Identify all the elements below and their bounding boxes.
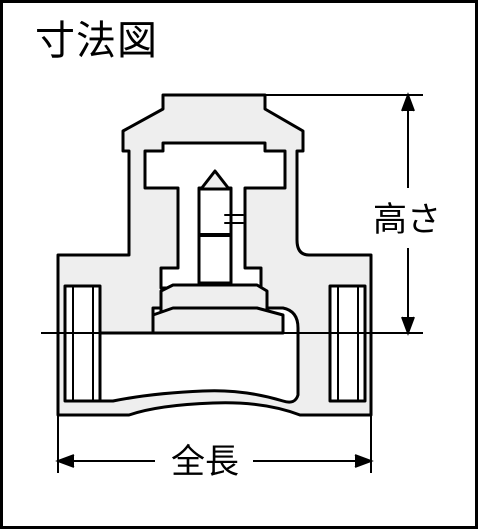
right-port-thread [337,285,359,402]
valve-drawing: 高さ 全長 [41,92,441,482]
left-port-thread [72,285,94,402]
seat-ring [151,306,285,335]
length-dimension [55,415,374,473]
length-label: 全長 [171,442,239,482]
height-label: 高さ [373,200,441,240]
stem-tip [199,169,231,191]
height-dimension [265,92,423,336]
stem-grip [224,214,244,224]
diagram-title: 寸法図 [35,18,158,64]
right-port [328,284,367,403]
left-port [63,284,102,403]
